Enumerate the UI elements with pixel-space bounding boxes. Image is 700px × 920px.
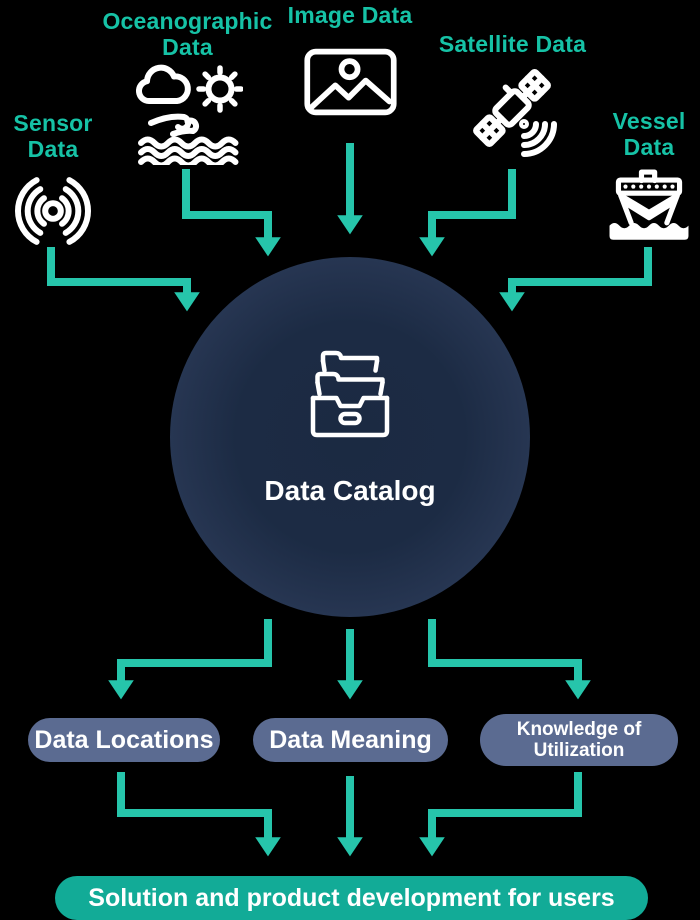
archive-drawers-icon [300,342,400,442]
pill-data-locations: Data Locations [28,718,220,762]
broadcast-signal-icon [7,173,99,249]
weather-waves-icon [133,60,243,165]
arrow-sensor-to-catalog [47,247,200,312]
label-oceanographic-data: Oceanographic Data [102,8,273,60]
arrow-knowledge-to-solution [419,772,582,857]
label-vessel-data: Vessel Data [612,108,686,160]
data-catalog-circle: Data Catalog [170,257,530,617]
arrow-oceanographic-to-catalog [182,169,281,257]
label-sensor-data: Sensor Data [13,110,93,162]
data-catalog-label: Data Catalog [264,475,436,506]
solution-footer-pill: Solution and product development for use… [55,876,648,920]
ship-icon [602,165,696,243]
satellite-icon [460,60,570,170]
pill-data-meaning: Data Meaning [253,718,448,762]
arrow-catalog-to-locations [108,619,272,700]
arrow-locations-to-solution [117,772,281,857]
arrow-vessel-to-catalog [499,247,652,312]
pill-knowledge-of-utilization: Knowledge of Utilization [480,714,678,766]
label-satellite-data: Satellite Data [438,31,587,57]
arrow-satellite-to-catalog [419,169,516,257]
label-image-data: Image Data [287,2,413,28]
picture-icon [303,47,398,117]
arrow-catalog-to-knowledge [428,619,591,700]
